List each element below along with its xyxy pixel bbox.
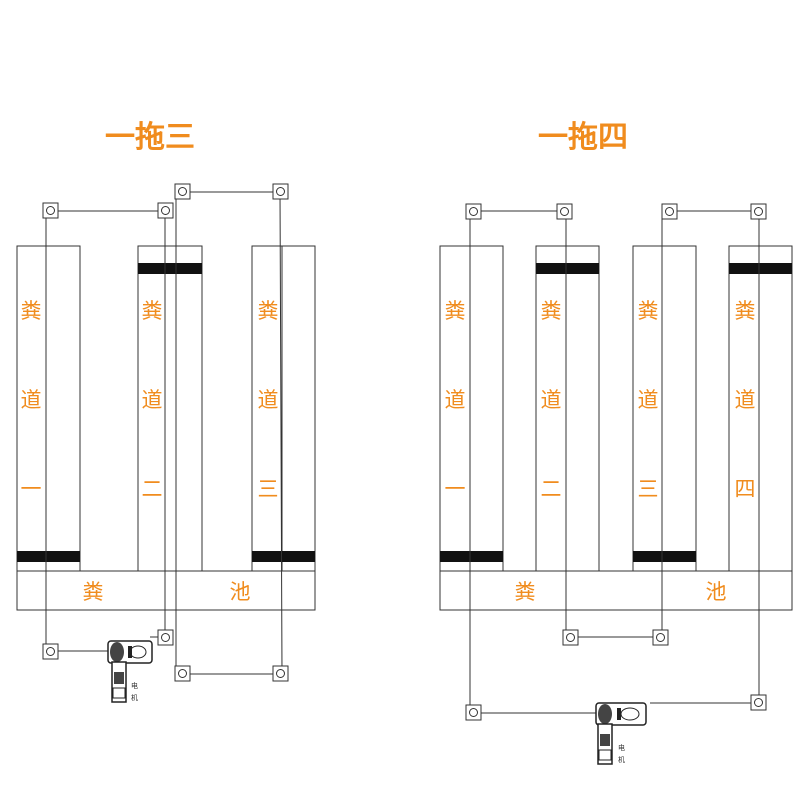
lane-box (16, 245, 81, 572)
lane-char: 粪 (21, 299, 42, 323)
right-title: 一拖四 (538, 120, 628, 155)
lane-box (728, 245, 793, 572)
lane-char: 道 (735, 388, 756, 412)
left-pool-label-1: 粪 (83, 580, 104, 604)
right-pulleys (465, 203, 767, 721)
right-lane-2: 粪 道 二 (535, 245, 600, 572)
pulley (750, 694, 767, 711)
lane-char: 道 (258, 388, 279, 412)
right-lane-1: 粪 道 一 (439, 245, 504, 572)
lane-char: 道 (638, 388, 659, 412)
lane-box (632, 245, 697, 572)
right-pool (439, 570, 793, 611)
right-lane-4: 粪 道 四 (728, 245, 793, 572)
lane-char: 粪 (638, 299, 659, 323)
left-title: 一拖三 (105, 120, 195, 155)
lane-char: 粪 (445, 299, 466, 323)
scraper-blade (440, 551, 503, 562)
motor-label-1: 电 (131, 681, 138, 690)
pulley (661, 203, 678, 220)
lane-char: 道 (445, 388, 466, 412)
lane-char: 道 (541, 388, 562, 412)
lane-char: 粪 (541, 299, 562, 323)
pulley (174, 183, 191, 200)
lane-char: 三 (638, 477, 659, 501)
pulley (157, 202, 174, 219)
right-pool-label-1: 粪 (515, 580, 536, 604)
motor-label-1: 电 (618, 743, 625, 752)
scraper-blade (729, 263, 792, 274)
lane-box (251, 245, 316, 572)
lane-char: 四 (735, 477, 756, 501)
left-pool-label-2: 池 (230, 580, 251, 604)
pulley (42, 643, 59, 660)
lane-box (439, 245, 504, 572)
scraper-blade (536, 263, 599, 274)
rope-segment (470, 210, 760, 704)
pulley (174, 665, 191, 682)
lane-char: 一 (21, 477, 42, 501)
pulley (465, 203, 482, 220)
lane-char: 三 (258, 477, 279, 501)
motor-label-2: 机 (618, 755, 625, 764)
right-pool-label-2: 池 (706, 580, 727, 604)
right-rope-loops (469, 210, 760, 714)
left-lane-2: 粪 道 二 (137, 245, 203, 572)
lane-char: 粪 (142, 299, 163, 323)
left-lane-3: 粪 道 三 (251, 245, 316, 572)
left-pool (16, 570, 316, 611)
left-diagram: 一拖三 粪 池 粪 道 一 粪 道 二 粪 道 (16, 120, 316, 703)
lane-char: 二 (142, 477, 163, 501)
lane-char: 一 (445, 477, 466, 501)
left-pulleys (42, 183, 289, 682)
pulley (42, 202, 59, 219)
scraper-blade (633, 551, 696, 562)
lane-box (137, 245, 203, 572)
pulley (465, 704, 482, 721)
pulley (652, 629, 669, 646)
left-lane-1: 粪 道 一 (16, 245, 81, 572)
scraper-blade (138, 263, 202, 274)
scraper-blade (252, 551, 315, 562)
left-motor-icon: 电 机 (107, 640, 153, 703)
pulley (272, 665, 289, 682)
right-motor-icon: 电 机 (595, 702, 647, 765)
pulley (556, 203, 573, 220)
lane-char: 道 (21, 388, 42, 412)
pulley (750, 203, 767, 220)
motor-label-2: 机 (131, 693, 138, 702)
pulley (157, 629, 174, 646)
scraper-blade (17, 551, 80, 562)
right-diagram: 一拖四 粪 池 粪 道 一 粪 道 二 粪 道 (439, 120, 793, 765)
pulley (272, 183, 289, 200)
lane-char: 粪 (735, 299, 756, 323)
lane-char: 道 (142, 388, 163, 412)
lane-char: 粪 (258, 299, 279, 323)
lane-box (535, 245, 600, 572)
right-lane-3: 粪 道 三 (632, 245, 697, 572)
pulley (562, 629, 579, 646)
lane-char: 二 (541, 477, 562, 501)
